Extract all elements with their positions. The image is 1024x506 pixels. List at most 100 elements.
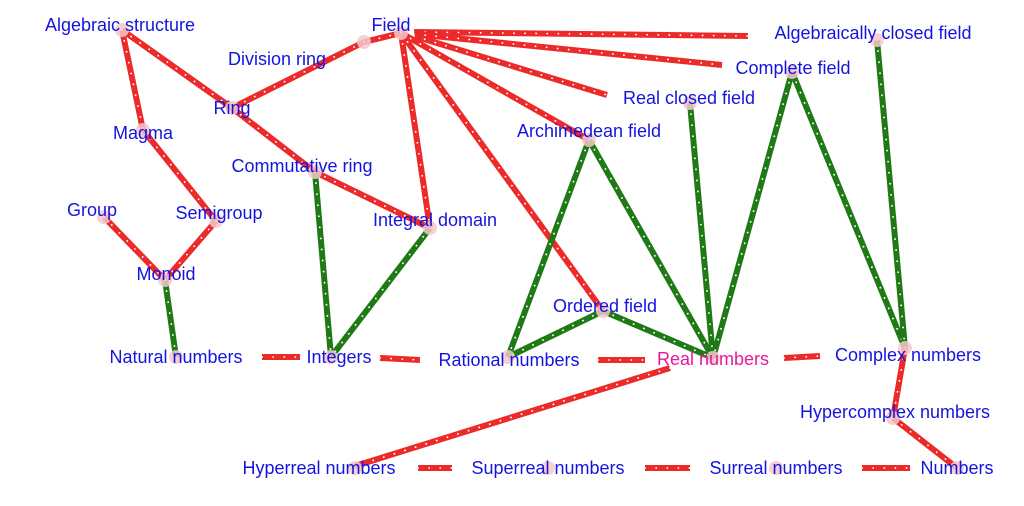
edge-algebraic-structure-to-ring (120, 27, 234, 111)
node-halo (870, 33, 884, 47)
node-real-numbers[interactable]: Real numbers (657, 349, 769, 369)
node-real-closed-field[interactable]: Real closed field (623, 88, 755, 108)
halo-layer (97, 23, 964, 475)
node-hyperreal-numbers[interactable]: Hyperreal numbers (242, 458, 395, 478)
edge-dots (121, 29, 233, 109)
edge-complete-field-to-complex-numbers (789, 70, 908, 350)
node-group[interactable]: Group (67, 200, 117, 220)
edge-group-to-monoid (101, 214, 168, 283)
edge-dots (413, 31, 749, 37)
edge-line (505, 138, 592, 359)
node-halo (169, 350, 183, 364)
edge-archimedean-field-to-real-numbers (586, 138, 716, 360)
node-halo (158, 273, 172, 287)
node-halo (785, 65, 799, 79)
edge-dots (602, 310, 714, 359)
node-integers[interactable]: Integers (306, 347, 371, 367)
edge-field-to-archimedean-field (399, 30, 591, 143)
edge-ring-to-commutative-ring (230, 105, 317, 175)
node-halo (886, 411, 900, 425)
edge-dots (413, 35, 608, 96)
edge-magma-to-semigroup (140, 128, 219, 223)
node-halo (348, 461, 362, 475)
node-superreal-numbers[interactable]: Superreal numbers (471, 458, 624, 478)
node-commutative-ring[interactable]: Commutative ring (231, 156, 372, 176)
node-halo (596, 304, 610, 318)
edge-complete-field-to-real-numbers (710, 71, 795, 359)
edge-field-to-integral-domain (398, 32, 433, 229)
node-halo (683, 96, 697, 110)
node-halo (225, 101, 239, 115)
node-halo (423, 221, 437, 235)
node-complex-numbers[interactable]: Complex numbers (835, 345, 981, 365)
node-rational-numbers[interactable]: Rational numbers (438, 350, 579, 370)
node-halo (357, 35, 371, 49)
node-hypercomplex-numbers[interactable]: Hypercomplex numbers (800, 402, 990, 422)
node-ring[interactable]: Ring (213, 98, 250, 118)
node-monoid[interactable]: Monoid (136, 264, 195, 284)
edge-ordered-field-to-rational-numbers (506, 308, 605, 360)
node-magma[interactable]: Magma (113, 123, 174, 143)
edge-line (586, 138, 716, 360)
edge-semigroup-to-monoid (162, 219, 219, 282)
node-archimedean-field[interactable]: Archimedean field (517, 121, 661, 141)
edge-dots (876, 39, 906, 349)
edge-line (783, 353, 821, 361)
edge-field-to-real-closed-field (413, 33, 608, 98)
edge-line (162, 279, 179, 358)
node-halo (324, 350, 338, 364)
edge-ordered-field-to-real-numbers (601, 308, 715, 361)
edge-algebraic-structure-to-magma (119, 29, 146, 131)
node-halo (769, 461, 783, 475)
edge-real-closed-field-to-real-numbers (687, 102, 716, 359)
edge-line (328, 226, 433, 359)
edge-commutative-ring-to-integral-domain (313, 169, 432, 231)
edge-algebraically-closed-field-to-complex-numbers (874, 39, 908, 349)
node-halo (115, 23, 129, 37)
node-ordered-field[interactable]: Ordered field (553, 296, 657, 316)
node-complete-field[interactable]: Complete field (735, 58, 850, 78)
edge-dots (103, 216, 166, 281)
edge-dots (354, 367, 671, 467)
node-halo (97, 210, 111, 224)
node-halo (582, 133, 596, 147)
edge-line (687, 102, 716, 359)
edge-commutative-ring-to-integers (312, 171, 334, 358)
edge-archimedean-field-to-rational-numbers (505, 138, 592, 359)
edge-line (119, 29, 146, 131)
edge-division-ring-to-ring (230, 39, 366, 111)
edge-line (230, 105, 317, 175)
edge-line (162, 219, 219, 282)
node-numbers[interactable]: Numbers (920, 458, 993, 478)
edge-field-to-ordered-field (398, 31, 606, 313)
edge-dots (379, 357, 421, 361)
edge-monoid-to-natural-numbers (162, 279, 179, 358)
edge-line (354, 365, 671, 469)
node-division-ring[interactable]: Division ring (228, 49, 326, 69)
node-halo (136, 123, 150, 137)
node-halo (394, 26, 408, 40)
edge-dots (413, 33, 723, 66)
edge-line (891, 415, 959, 471)
node-halo (501, 350, 515, 364)
node-field[interactable]: Field (371, 15, 410, 35)
edge-real-numbers-to-hyperreal-numbers (354, 365, 671, 469)
edge-line (710, 71, 795, 359)
edge-dots (400, 32, 431, 229)
label-layer: Algebraic structure Field Algebraically … (45, 15, 994, 478)
edge-field-to-complete-field (413, 31, 723, 68)
node-algebraic-structure[interactable]: Algebraic structure (45, 15, 195, 35)
node-semigroup[interactable]: Semigroup (175, 203, 262, 223)
node-algebraically-closed-field[interactable]: Algebraically closed field (774, 23, 971, 43)
edge-line (398, 31, 606, 313)
edge-field-to-algebraically-closed-field (413, 29, 749, 39)
node-natural-numbers[interactable]: Natural numbers (109, 347, 242, 367)
edge-dots (231, 41, 365, 109)
node-halo (898, 341, 912, 355)
edge-real-numbers-to-complex-numbers (783, 353, 821, 361)
edge-dots (507, 310, 604, 358)
edge-hypercomplex-numbers-to-numbers (891, 415, 959, 471)
node-surreal-numbers[interactable]: Surreal numbers (709, 458, 842, 478)
node-integral-domain[interactable]: Integral domain (373, 210, 497, 230)
